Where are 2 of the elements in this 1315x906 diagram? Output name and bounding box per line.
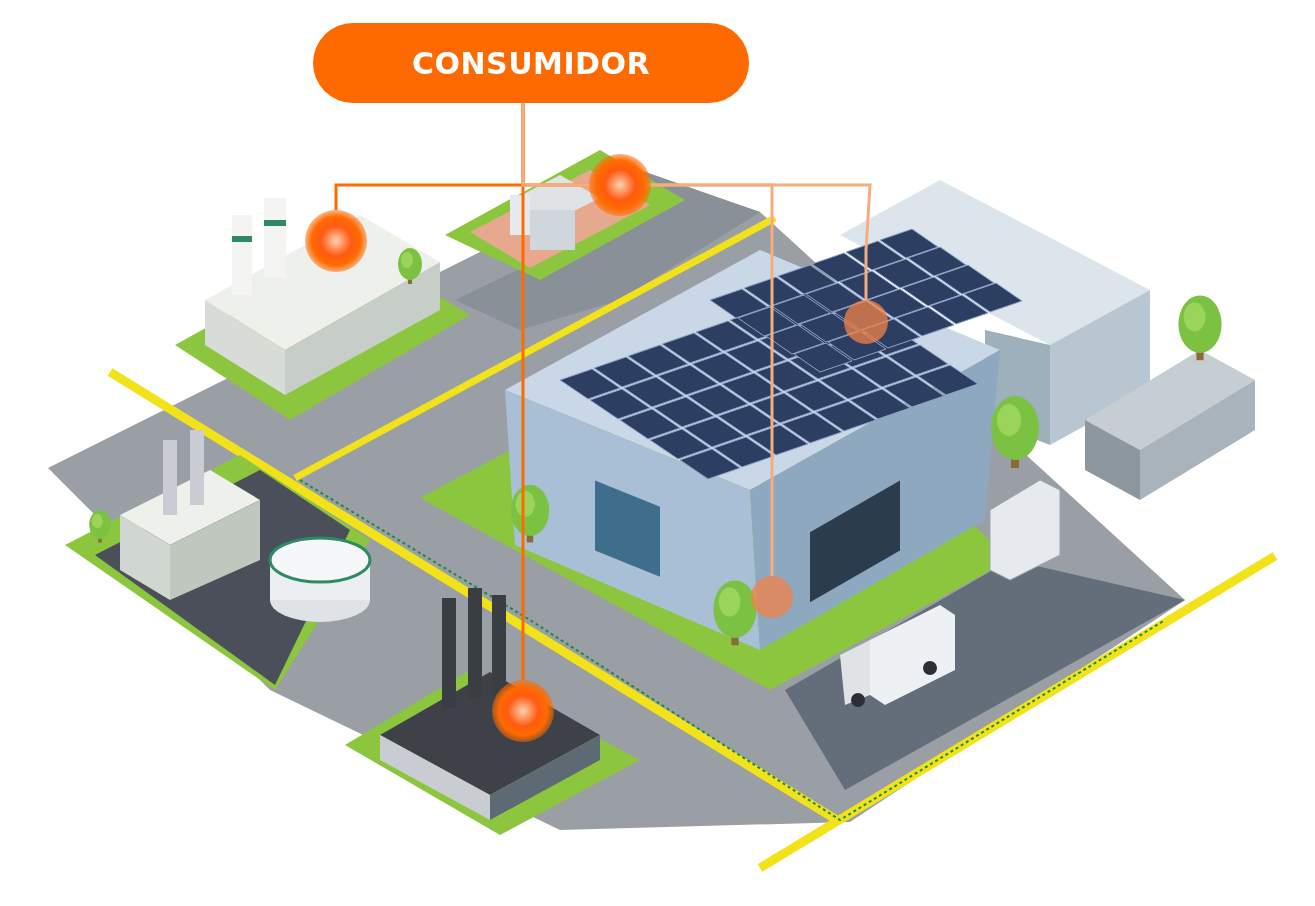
label-pill: CONSUMIDOR [313, 23, 749, 103]
glowing-marker-dot [589, 154, 651, 216]
